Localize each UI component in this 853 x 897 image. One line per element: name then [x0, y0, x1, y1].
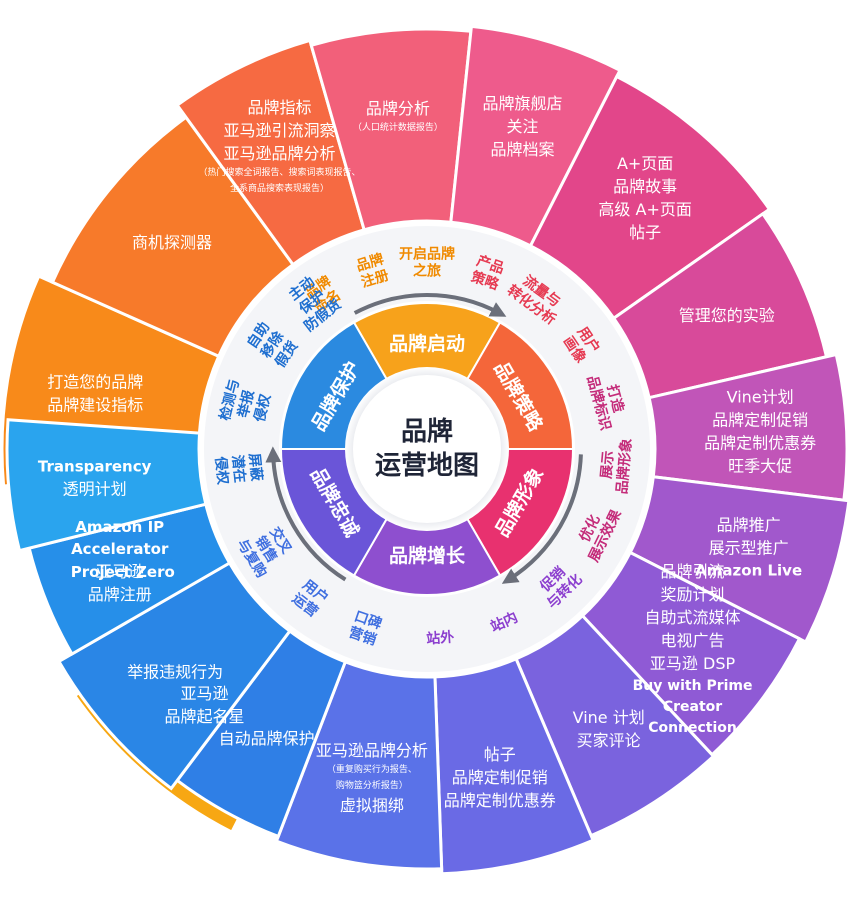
outer-label-line: 展示型推广 [709, 538, 789, 557]
cycle-arrow [501, 454, 583, 584]
outer-label-line: （热门搜索全词报告、搜索词表现报告、 [199, 166, 361, 178]
outer-label-line: 亚马逊品牌分析 [316, 741, 428, 760]
outer-label-line: 高级 A+页面 [598, 200, 691, 219]
cycle-arrows [265, 293, 583, 584]
middle-action-line: 举报 [234, 388, 258, 420]
outer-label-line: Connection [648, 720, 737, 736]
outer-label-line: 电视广告 [661, 631, 725, 650]
outer-label-line: 品牌注册 [88, 585, 152, 604]
outer-segment-label: Project Zero [71, 563, 175, 581]
outer-label-line: 品牌定制优惠券 [704, 434, 816, 453]
outer-label-line: 品牌档案 [491, 140, 555, 159]
outer-label-line: 自助式流媒体 [645, 608, 741, 627]
outer-segment-label: 商机探测器 [132, 233, 212, 252]
outer-label-line: 品牌推广 [717, 515, 781, 534]
outer-label-line: 虚拟捆绑 [340, 796, 404, 815]
outer-label-line: 品牌引流 [661, 562, 725, 581]
middle-action-line: 开启品牌 [399, 246, 455, 263]
outer-label-line: 关注 [507, 117, 539, 136]
outer-label-line: 品牌建设指标 [47, 395, 143, 414]
cycle-arrow [265, 446, 347, 582]
center-title-line2: 运营地图 [375, 451, 479, 481]
phase-label: 品牌启动 [389, 332, 465, 355]
outer-label-line: （人口统计数据报告） [353, 121, 443, 133]
outer-label-line: 品牌分析 [366, 99, 430, 118]
outer-label-line: 商机探测器 [132, 233, 212, 252]
outer-label-line: 透明计划 [63, 480, 127, 499]
outer-label-line: 品牌故事 [613, 177, 677, 196]
outer-label-line: A+页面 [617, 154, 673, 173]
outer-label-line: 旺季大促 [728, 457, 792, 476]
outer-label-line: （重复购买行为报告、 [327, 763, 417, 775]
outer-segment-label: 举报违规行为 [127, 662, 223, 681]
outer-label-line: Vine计划 [727, 388, 794, 407]
outer-label-line: 奖励计划 [661, 585, 725, 604]
middle-action-line: 潜在 [229, 454, 249, 484]
phase-label: 品牌增长 [389, 544, 466, 567]
outer-label-line: 品牌定制促销 [452, 768, 548, 787]
outer-segment-label: 自动品牌保护 [219, 729, 315, 748]
outer-label-line: Creator [663, 699, 722, 715]
outer-label-line: 管理您的实验 [679, 306, 775, 325]
outer-segment-label: 管理您的实验 [679, 306, 775, 325]
outer-label-line: 亚马逊 [96, 562, 144, 581]
outer-label-line: 亚马逊品牌分析 [224, 144, 336, 163]
middle-action-line: 侵权 [251, 391, 275, 424]
outer-label-line: Vine 计划 [573, 708, 645, 727]
cycle-arrow [353, 293, 507, 317]
middle-action-line: 站外 [426, 629, 455, 648]
middle-action-line: 屏蔽 [246, 452, 266, 483]
outer-label-line: 打造您的品牌 [47, 372, 143, 391]
outer-label-line: Buy with Prime [633, 678, 753, 694]
outer-label-line: Amazon Live [695, 561, 802, 579]
outer-label-line: 品牌指标 [248, 98, 312, 117]
outer-label-line: Amazon IP [75, 518, 164, 536]
outer-label-line: 亚马逊 [181, 684, 229, 703]
outer-label-line: 亚马逊 DSP [650, 654, 736, 673]
outer-label-line: 举报违规行为 [127, 662, 223, 681]
middle-action-line: 侵权 [212, 455, 232, 487]
outer-label-line: Project Zero [71, 563, 175, 581]
outer-label-line: 全系商品搜索表现报告） [230, 182, 329, 194]
outer-label-line: 自动品牌保护 [219, 729, 315, 748]
outer-label-line: 买家评论 [577, 731, 641, 750]
center-title-line1: 品牌 [401, 416, 453, 447]
outer-label-line: Transparency [38, 458, 152, 476]
outer-label-line: Accelerator [71, 540, 169, 558]
middle-action-line: 品牌形象 [613, 438, 635, 495]
outer-label-line: 品牌起名星 [165, 707, 245, 726]
middle-action-line: 展示 [599, 450, 617, 479]
outer-label-line: 购物篮分析报告） [336, 779, 408, 791]
outer-label-line: 帖子 [629, 223, 661, 242]
middle-action-line: 之旅 [413, 263, 441, 280]
middle-action-label: 站外 [426, 629, 455, 648]
outer-segment-label: Transparency 透明计划 [38, 458, 152, 499]
outer-label-line: 品牌旗舰店 [483, 94, 563, 113]
outer-label-line: 亚马逊引流洞察 [224, 121, 336, 140]
center-circle [353, 375, 501, 523]
outer-label-line: 品牌定制优惠券 [444, 791, 556, 810]
outer-segment-label: 品牌分析 （人口统计数据报告） [353, 99, 443, 133]
outer-label-line: 品牌定制促销 [712, 411, 808, 430]
outer-label-line: 帖子 [484, 745, 516, 764]
middle-action-line: 打造 [604, 383, 628, 414]
outer-segment-label: 亚马逊品牌分析 （重复购买行为报告、购物篮分析报告） 虚拟捆绑 [316, 741, 428, 815]
